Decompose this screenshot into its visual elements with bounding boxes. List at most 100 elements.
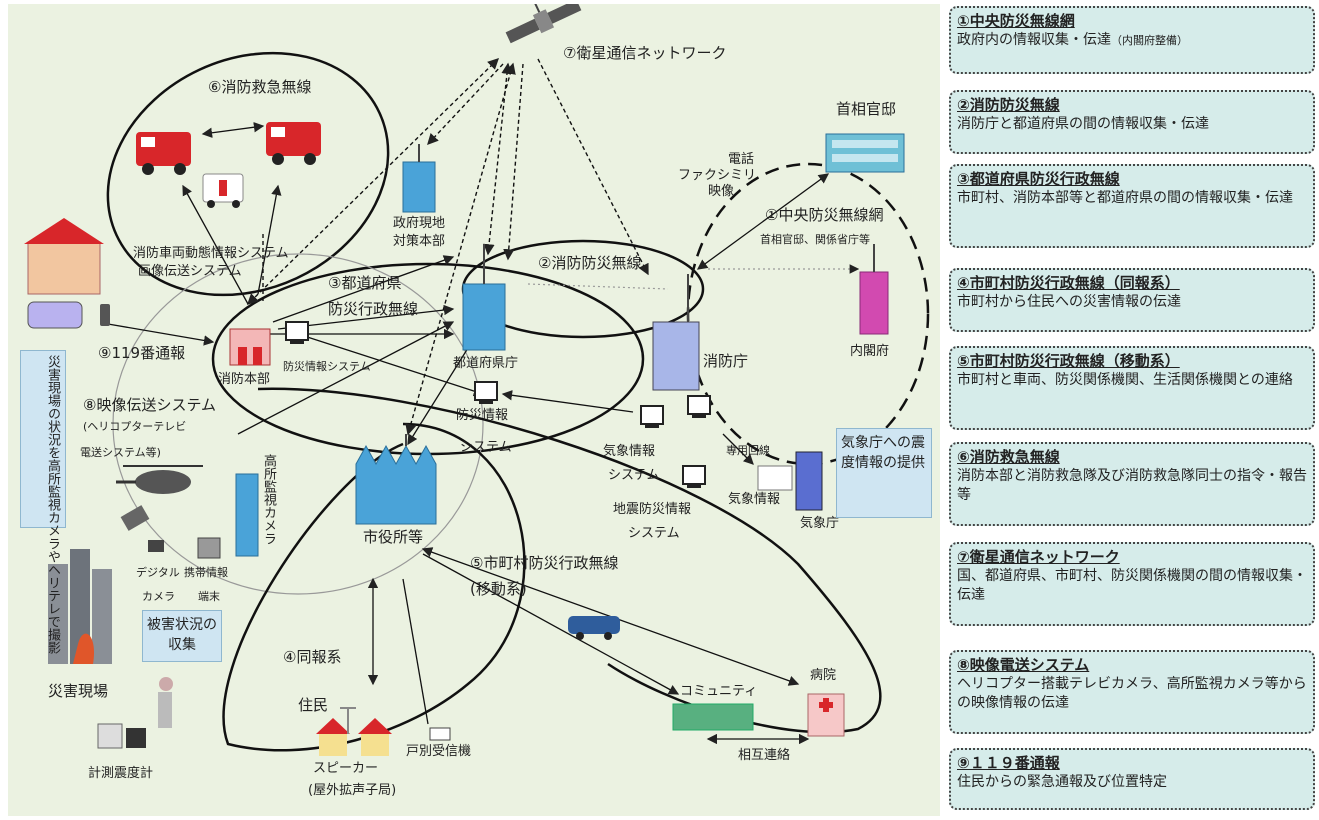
satellite-icon [505, 4, 582, 44]
legend-title: ⑦衛星通信ネットワーク [957, 548, 1120, 566]
label-call-119: ⑨119番通報 [98, 344, 186, 362]
speaker-icon [340, 707, 356, 734]
hospital-icon [807, 693, 845, 737]
legend-desc: 市町村、消防本部等と都道府県の間の情報収集・伝達 [957, 190, 1293, 206]
legend-card: ②消防防災無線 消防庁と都道府県の間の情報収集・伝達 [949, 90, 1315, 154]
label-disaster-info-system-1: 防災情報 [456, 408, 509, 423]
digital-camera-icon [148, 540, 164, 552]
residence-icon [358, 718, 392, 756]
label-seismic-info-1: 地震防災情報 [613, 502, 692, 517]
fire-agency-building-icon [652, 274, 700, 391]
jma-note-box: 気象庁への震度情報の提供 [836, 428, 932, 518]
label-broadcast: ④同報系 [283, 648, 342, 666]
label-digital-camera-1: デジタル [136, 566, 180, 579]
city-hall-building-icon [355, 434, 437, 525]
label-mobile-terminal-1: 携帯情報 [184, 566, 228, 579]
legend-card: ③都道府県防災行政無線 市町村、消防本部等と都道府県の間の情報収集・伝達 [949, 164, 1315, 248]
legend-card: ⑧映像電送システム ヘリコプター搭載テレビカメラ、高所監視カメラ等からの映像情報… [949, 650, 1315, 734]
label-prefectural-radio-1: ③都道府県 [328, 274, 402, 292]
fire-truck-icon [136, 132, 191, 175]
label-video-transmission: ⑧映像伝送システム [83, 396, 216, 414]
legend-title: ⑧映像電送システム [957, 656, 1090, 674]
label-facsimile: ファクシミリ [678, 168, 757, 183]
label-fire-disaster-radio: ②消防防災無線 [538, 254, 642, 272]
disaster-comm-diagram: ⑦衛星通信ネットワーク ⑥消防救急無線 首相官邸 電話 ファクシミリ 映像 ①中… [8, 4, 940, 816]
computer-icon [640, 405, 664, 428]
jma-building-icon [795, 451, 823, 511]
label-mobile-terminal-2: 端末 [198, 590, 220, 603]
fire-truck-icon [266, 122, 321, 165]
label-speaker: スピーカー [313, 761, 379, 776]
legend-card: ⑦衛星通信ネットワーク 国、都道府県、市町村、防災関係機関の間の情報収集・伝達 [949, 542, 1315, 626]
computer-icon [682, 465, 706, 488]
label-disaster-info-system-small: 防災情報システム [283, 360, 371, 373]
label-prefectural-office: 都道府県庁 [453, 356, 519, 371]
label-gov-hq-1: 政府現地 [393, 216, 446, 231]
label-residents: 住民 [298, 696, 329, 714]
computer-icon [474, 381, 498, 404]
damage-collection-box: 被害状況の収集 [142, 610, 222, 662]
computer-icon [687, 395, 711, 418]
label-satellite-network: ⑦衛星通信ネットワーク [563, 44, 727, 62]
gov-hq-building-icon [402, 144, 436, 213]
label-pm-related: 首相官邸、関係省庁等 [760, 233, 870, 246]
legend-title: ②消防防災無線 [957, 96, 1060, 114]
legend-card: ④市町村防災行政無線（同報系） 市町村から住民への災害情報の伝達 [949, 268, 1315, 332]
computer-icon [285, 321, 309, 344]
label-seismic-info-2: システム [628, 526, 680, 541]
legend-desc: ヘリコプター搭載テレビカメラ、高所監視カメラ等からの映像情報の伝達 [957, 676, 1307, 711]
legend-desc: 消防庁と都道府県の間の情報収集・伝達 [957, 116, 1209, 132]
label-heli-tv: (ヘリコプターテレビ [83, 420, 187, 433]
label-video: 映像 [708, 184, 735, 199]
home-receiver-icon [429, 727, 451, 741]
label-cabinet-office: 内閣府 [850, 344, 890, 359]
damaged-house-icon [24, 218, 104, 295]
label-seismometer: 計測震度計 [88, 766, 154, 781]
camera-tower-icon [235, 473, 259, 557]
label-weather-info-2: システム [608, 468, 660, 483]
label-gov-hq-2: 対策本部 [393, 234, 446, 249]
cabinet-office-building-icon [859, 244, 889, 335]
patrol-car-icon [568, 616, 620, 640]
label-mutual-contact: 相互連絡 [738, 748, 791, 763]
label-disaster-info-system-2: システム [460, 440, 512, 455]
ambulance-icon [202, 173, 244, 208]
label-fire-agency: 消防庁 [703, 352, 749, 370]
car-icon [27, 301, 83, 329]
legend-title: ①中央防災無線網 [957, 12, 1075, 30]
legend-title: ⑨１１９番通報 [957, 754, 1060, 772]
label-vehicle-info-system: 消防車両動態情報システム [133, 246, 289, 261]
residence-icon [316, 718, 350, 756]
label-digital-camera-2: カメラ [142, 590, 175, 603]
label-image-transmission: 画像伝送システム [138, 264, 242, 279]
prefectural-office-building-icon [462, 244, 506, 351]
mobile-phone-icon [100, 304, 110, 326]
label-speaker-sub: (屋外拡声子局) [308, 783, 397, 798]
legend-desc: 消防本部と消防救急隊及び消防救急隊同士の指令・報告等 [957, 468, 1307, 503]
community-center-icon [672, 703, 754, 731]
legend-card: ⑥消防救急無線 消防本部と消防救急隊及び消防救急隊同士の指令・報告等 [949, 442, 1315, 526]
video-camera-icon [120, 505, 150, 531]
label-heli-tv-2: 電送システム等) [80, 446, 161, 459]
label-hospital: 病院 [810, 668, 837, 683]
legend-card: ⑤市町村防災行政無線（移動系） 市町村と車両、防災関係機関、生活関係機関との連絡 [949, 346, 1315, 430]
legend-title: ⑥消防救急無線 [957, 448, 1060, 466]
label-fire-hq: 消防本部 [218, 372, 271, 387]
label-community: コミュニティ [680, 684, 758, 699]
legend-desc: 住民からの緊急通報及び位置特定 [957, 774, 1167, 790]
legend-desc: 市町村と車両、防災関係機関、生活関係機関との連絡 [957, 372, 1293, 388]
label-central-radio: ①中央防災無線網 [765, 206, 884, 224]
disaster-site-icon [48, 549, 112, 664]
label-disaster-site: 災害現場 [48, 682, 109, 700]
label-weather-info-1: 気象情報 [603, 444, 656, 459]
legend-desc: 国、都道府県、市町村、防災関係機関の間の情報収集・伝達 [957, 568, 1307, 603]
legend-panel: ①中央防災無線網 政府内の情報収集・伝達（内閣府整備） ②消防防災無線 消防庁と… [949, 6, 1315, 816]
legend-note: （内閣府整備） [1111, 34, 1188, 47]
label-pm-office: 首相官邸 [836, 100, 897, 118]
legend-title: ④市町村防災行政無線（同報系） [957, 274, 1180, 292]
mobile-terminal-icon [197, 537, 221, 559]
legend-desc: 市町村から住民への災害情報の伝達 [957, 294, 1181, 310]
pm-office-building-icon [825, 133, 905, 173]
label-municipal-mobile-2: (移動系) [470, 580, 527, 598]
legend-desc: 政府内の情報収集・伝達 [957, 32, 1111, 48]
